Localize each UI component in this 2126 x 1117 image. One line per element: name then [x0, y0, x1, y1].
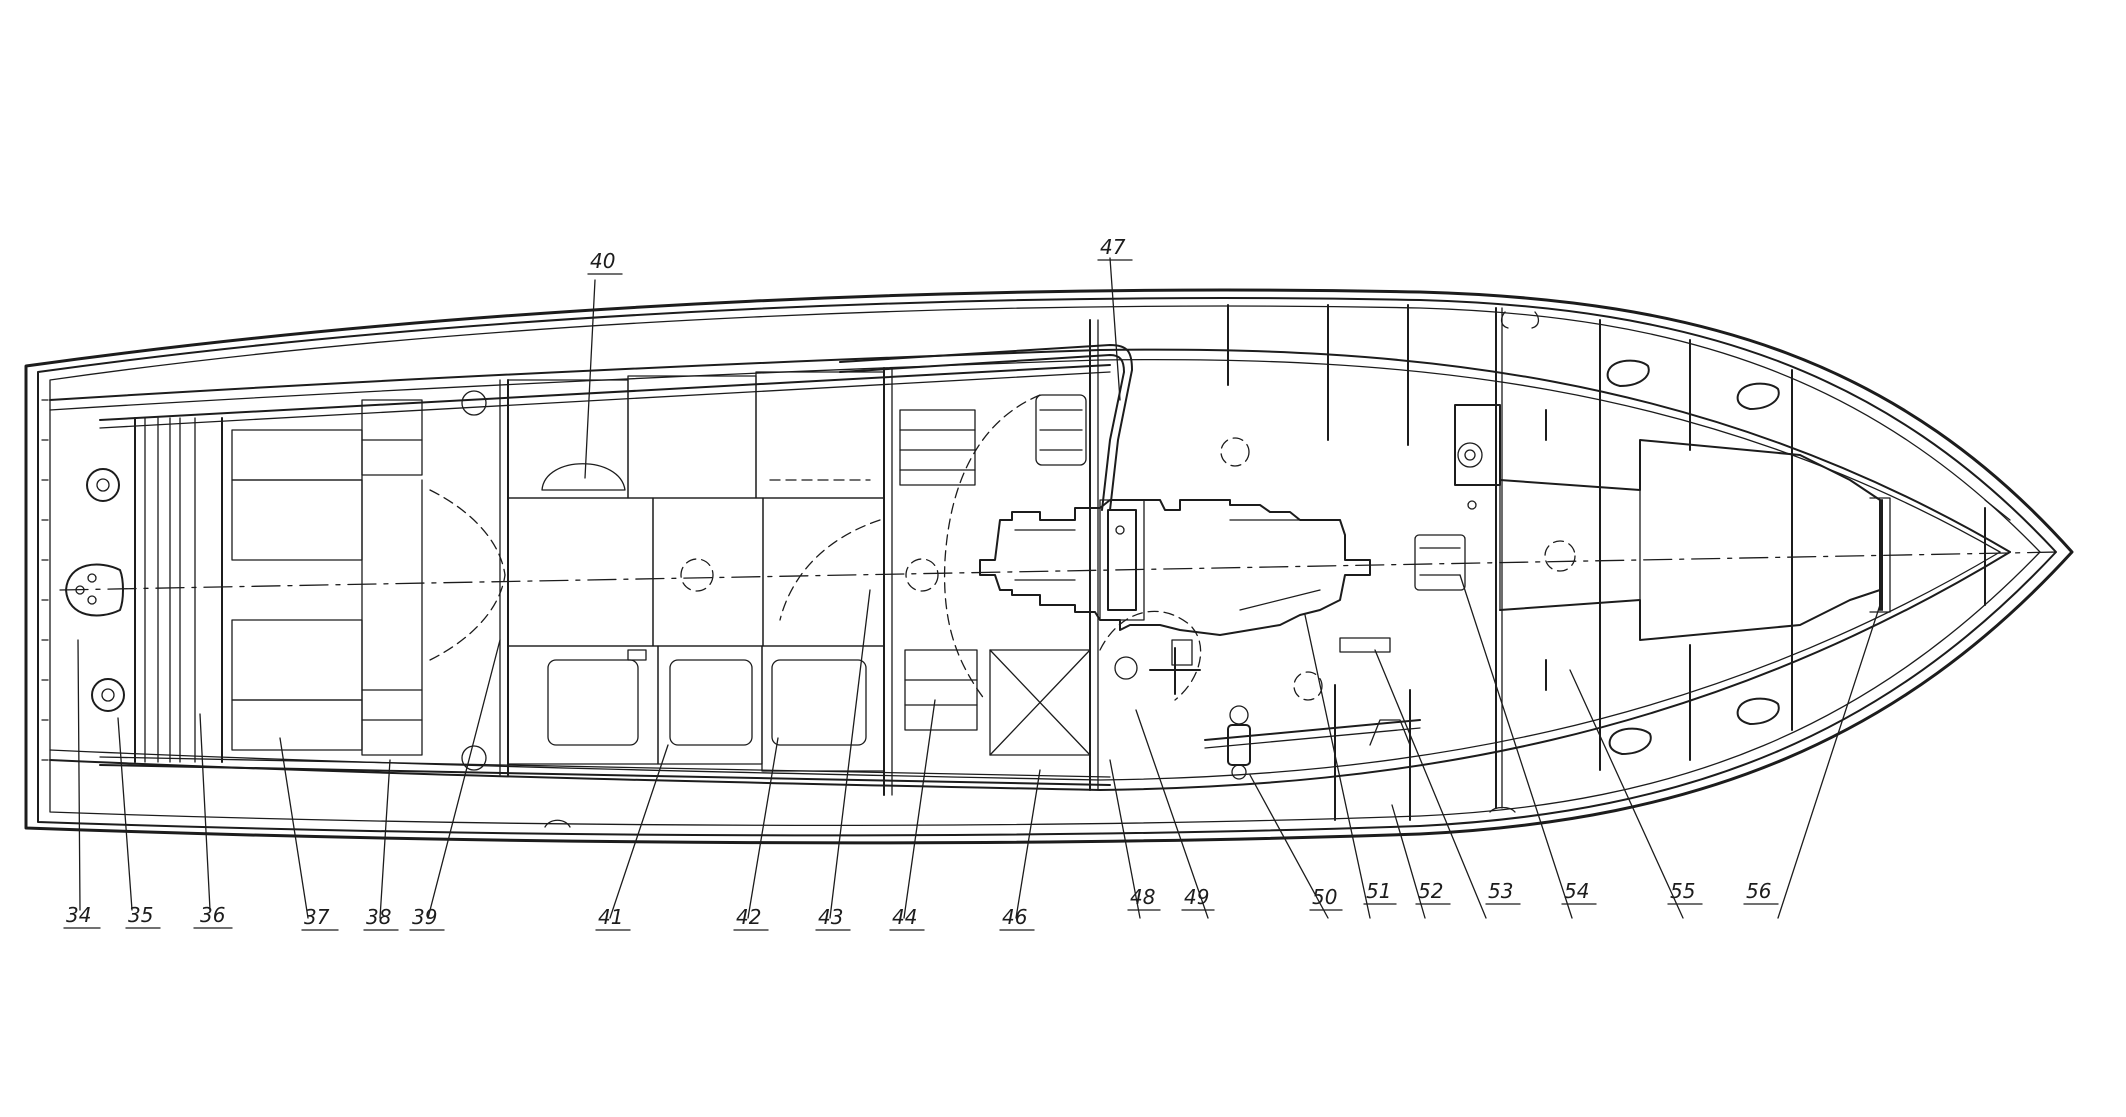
callout-40: 40: [590, 249, 615, 273]
callout-labels: 34 35 36 37 38 39 40 41 42 43 44 46 47 4…: [63, 235, 1779, 931]
callout-39: 39: [412, 905, 437, 929]
fuel-tanks: [1414, 404, 1501, 591]
callout-34: 34: [66, 903, 91, 927]
frames: [499, 304, 1986, 821]
aft-seats: [134, 390, 487, 771]
gunwale-rails: [49, 348, 2011, 791]
callout-53: 53: [1488, 879, 1513, 903]
exhaust-pipe: [839, 344, 1133, 511]
cleats: [544, 311, 1780, 828]
callout-56: 56: [1746, 879, 1771, 903]
callout-37: 37: [304, 905, 330, 929]
callout-36: 36: [200, 903, 225, 927]
callout-35: 35: [128, 903, 153, 927]
callout-48: 48: [1130, 885, 1155, 909]
callout-51: 51: [1366, 879, 1391, 903]
callout-44: 44: [892, 905, 917, 929]
transom: [41, 399, 125, 761]
callout-42: 42: [736, 905, 761, 929]
engine: [979, 499, 1371, 636]
callout-38: 38: [366, 905, 391, 929]
callout-49: 49: [1184, 885, 1209, 909]
centerline: [59, 551, 2061, 591]
controls: [1099, 610, 1421, 780]
callout-41: 41: [598, 905, 623, 929]
bow-floor: [1220, 437, 2011, 701]
callout-54: 54: [1564, 879, 1589, 903]
hull-outline: [24, 288, 2074, 845]
cockpit-floor: [429, 371, 939, 772]
callout-leaders: [77, 257, 1881, 919]
callout-43: 43: [818, 905, 843, 929]
callout-46: 46: [1002, 905, 1027, 929]
callout-52: 52: [1418, 879, 1443, 903]
callout-55: 55: [1670, 879, 1695, 903]
callout-47: 47: [1100, 235, 1126, 259]
callout-50: 50: [1312, 885, 1337, 909]
mid-lockers: [899, 394, 1091, 756]
